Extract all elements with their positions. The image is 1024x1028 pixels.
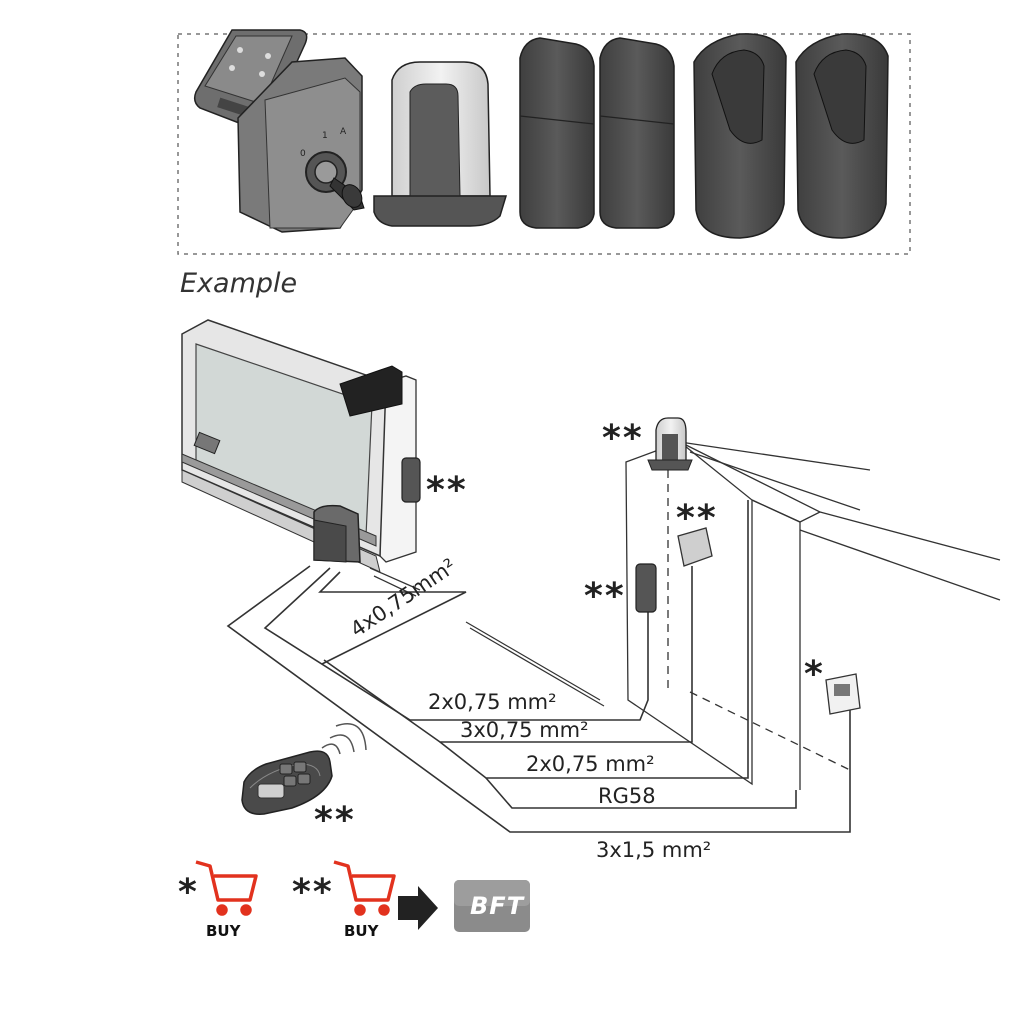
bft-logo-text: BFT xyxy=(470,892,525,920)
legend-marker-double: ** xyxy=(292,872,334,913)
marker-pillar-photocell: ** xyxy=(584,576,626,617)
cable-routes xyxy=(226,500,851,833)
cable-label-4: RG58 xyxy=(598,784,656,808)
svg-text:A: A xyxy=(340,127,347,137)
remote-control-icon xyxy=(241,723,367,815)
shopping-cart-icon xyxy=(333,860,396,916)
marker-junction-box: ** xyxy=(676,498,718,539)
legend-marker-single: * xyxy=(178,872,199,913)
sliding-gate xyxy=(181,319,421,573)
cable-label-3: 2x0,75 mm² xyxy=(526,752,655,776)
keypad-transmitter-icon xyxy=(193,29,308,131)
cable-label-1: 2x0,75 mm² xyxy=(428,690,557,714)
bft-logo xyxy=(454,880,530,932)
column-photocell-pair-icon xyxy=(693,33,889,239)
site-structure xyxy=(369,375,1001,790)
pillar-devices xyxy=(635,417,861,715)
buy-label-double: BUY xyxy=(344,922,379,940)
marker-post-photocell: ** xyxy=(426,470,468,511)
cable-label-2: 3x0,75 mm² xyxy=(460,718,589,742)
accessories-panel: 0 1 A xyxy=(177,29,911,255)
flashing-light-icon xyxy=(373,61,508,227)
svg-text:1: 1 xyxy=(322,131,328,141)
marker-flashing-light: ** xyxy=(602,418,644,459)
shopping-cart-icon xyxy=(195,860,258,916)
example-heading: Example xyxy=(180,268,298,299)
key-selector-icon: 0 1 A xyxy=(237,57,365,233)
arrow-right-icon xyxy=(398,886,438,930)
photocell-pair-icon xyxy=(519,37,675,229)
marker-remote: ** xyxy=(314,800,356,841)
cable-label-5: 3x1,5 mm² xyxy=(596,838,712,862)
marker-wall-selector: * xyxy=(804,654,825,695)
svg-text:0: 0 xyxy=(300,149,306,159)
buy-label-single: BUY xyxy=(206,922,241,940)
